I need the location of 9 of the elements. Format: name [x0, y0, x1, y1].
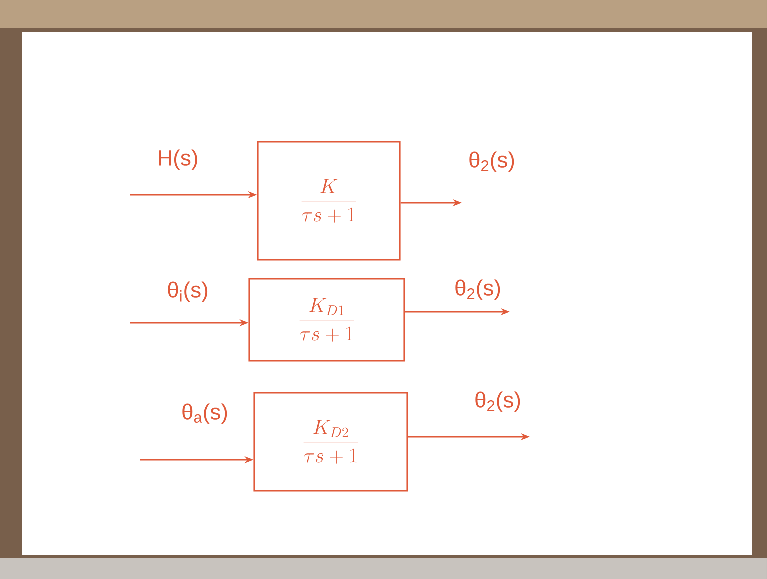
signal-label: H(s): [159, 150, 198, 170]
signal-label: θ$_{2}$(s): [476, 392, 520, 412]
transfer-function-block: $\frac{K_{D1}}{\tau s+1}$: [248, 278, 406, 362]
transfer-function-block: $\frac{K_{D2}}{\tau s+1}$: [254, 392, 408, 492]
transfer-function-block: $\frac{K}{\tau s+1}$: [257, 141, 401, 261]
signal-label: θ$_{i}$(s): [168, 282, 208, 302]
signal-label: θ$_{a}$(s): [182, 404, 228, 424]
signal-label: θ$_{2}$(s): [456, 280, 500, 300]
signal-label: θ$_{2}$(s): [470, 152, 514, 172]
